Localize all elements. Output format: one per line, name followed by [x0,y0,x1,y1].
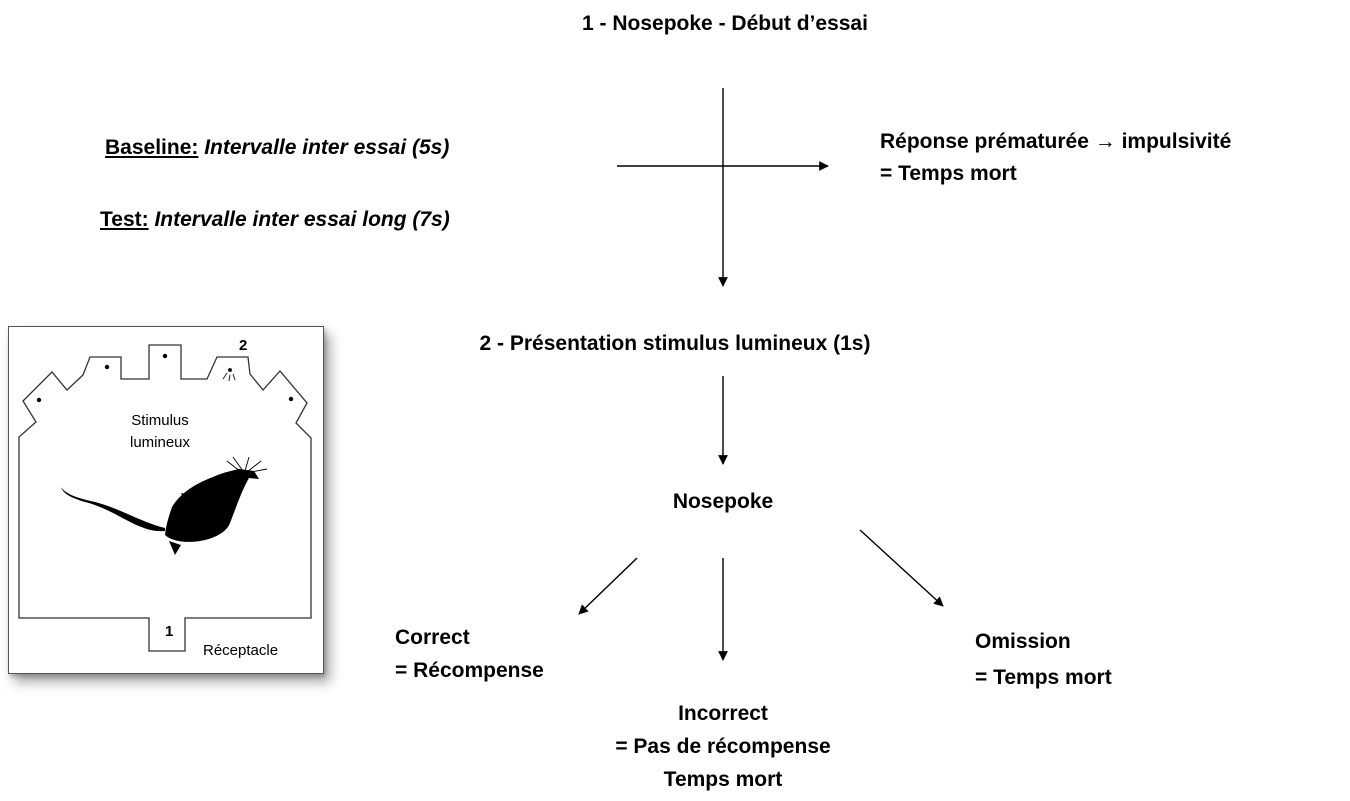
chamber-outline-svg [18,344,312,652]
step1-label: 1 - Nosepoke - Début d’essai [582,12,868,35]
stimulus-label: Stimulus lumineux [105,411,215,452]
premature-line1: Réponse prématurée → impulsivité [880,130,1232,153]
correct-label: Correct = Récompense [395,624,544,684]
correct-line2: = Récompense [395,659,544,682]
test-label: Test: [100,208,149,231]
stimulus-label-line1: Stimulus [131,412,189,429]
incorrect-line1: Incorrect [678,702,768,725]
premature-response-label: Réponse prématurée → impulsivité = Temps… [880,128,1231,187]
light-rays-icon [222,367,236,382]
arrow-omission [859,529,944,607]
hole-dot-5 [288,396,294,402]
incorrect-line3: Temps mort [663,768,783,791]
receptacle-label: Réceptacle [203,642,279,659]
baseline-text: Intervalle inter essai (5s) [198,136,450,159]
correct-line1: Correct [395,626,470,649]
hole-number-1: 1 [165,623,174,640]
premature-line2: = Temps mort [880,162,1017,185]
test-line: Test: Intervalle inter essai long (7s) [100,206,450,233]
nosepoke-label: Nosepoke [672,490,774,513]
hole-dot-3 [162,353,168,359]
omission-line1: Omission [975,630,1071,653]
stimulus-label-line2: lumineux [129,434,191,451]
incorrect-line2: = Pas de récompense [615,735,831,758]
incorrect-label: Incorrect = Pas de récompense Temps mort [573,697,873,796]
rat-whiskers [226,456,268,474]
baseline-line: Baseline: Intervalle inter essai (5s) [105,134,449,161]
rat-silhouette [61,469,259,555]
omission-line2: = Temps mort [975,666,1112,689]
step2-label: 2 - Présentation stimulus lumineux (1s) [479,332,871,355]
test-text: Intervalle inter essai long (7s) [148,208,450,231]
hole-number-2: 2 [239,337,248,354]
arena-outline [18,344,312,652]
operant-chamber-illustration: 2 1 Stimulus lumineux Réceptacle [8,326,324,674]
omission-label: Omission = Temps mort [975,628,1112,691]
hole-dot-1 [36,397,42,403]
hole-dot-2 [104,364,110,370]
arrow-correct [578,557,638,615]
baseline-label: Baseline: [105,136,199,159]
